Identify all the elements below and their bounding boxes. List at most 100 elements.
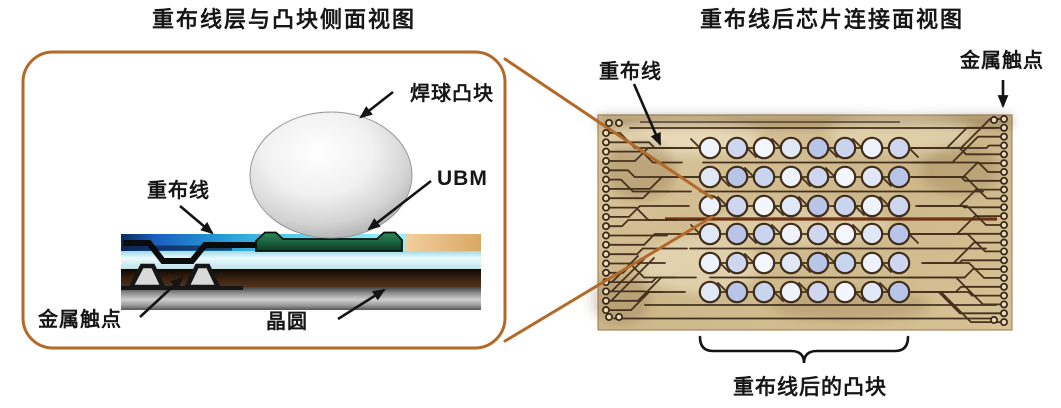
solder-bump bbox=[698, 194, 722, 218]
label-wafer: 晶圆 bbox=[266, 311, 308, 333]
arrow-metal-contact-left bbox=[139, 276, 184, 318]
solder-bump bbox=[887, 136, 911, 160]
metal-contact bbox=[1000, 194, 1008, 203]
metal-contact bbox=[602, 157, 610, 165]
rdl-trace bbox=[927, 291, 1002, 297]
solder-bump bbox=[833, 280, 857, 304]
metal-contact bbox=[615, 119, 623, 127]
solder-bump bbox=[860, 165, 884, 189]
metal-contact bbox=[602, 287, 610, 296]
solder-bump bbox=[698, 136, 722, 160]
solder-bump bbox=[779, 136, 803, 160]
bump-stub bbox=[773, 205, 784, 216]
label-bumps-after-rdl: 重布线后的凸块 bbox=[733, 376, 887, 399]
rdl-trace-line bbox=[123, 240, 399, 264]
metal-contact bbox=[1000, 300, 1008, 309]
metal-contact bbox=[1000, 318, 1008, 327]
solder-bump bbox=[779, 222, 803, 246]
solder-bump bbox=[779, 194, 803, 218]
metal-contact bbox=[1000, 141, 1008, 150]
solder-bump bbox=[698, 280, 722, 304]
callout-line-bottom bbox=[503, 215, 714, 343]
solder-bump bbox=[725, 165, 749, 189]
bump-stub bbox=[879, 196, 890, 207]
label-rdl-left: 重布线 bbox=[147, 180, 210, 202]
metal-contact bbox=[602, 166, 610, 175]
bump-stub bbox=[854, 205, 865, 216]
solder-bump bbox=[725, 280, 749, 304]
metal-contact bbox=[602, 296, 610, 305]
bump-stub bbox=[744, 167, 755, 178]
rdl-trace bbox=[608, 147, 672, 162]
solder-bump bbox=[887, 280, 911, 304]
metal-contact bbox=[1000, 273, 1008, 282]
bump-stub bbox=[825, 253, 836, 264]
metal-contact bbox=[602, 306, 610, 315]
rdl-trace bbox=[908, 276, 1002, 306]
wafer-layer bbox=[121, 287, 481, 310]
metal-contact bbox=[602, 259, 610, 268]
solder-bump bbox=[725, 251, 749, 275]
solder-bump bbox=[725, 194, 749, 218]
rdl-trace bbox=[608, 291, 664, 311]
rdl-trace bbox=[608, 276, 697, 283]
bump-stub bbox=[746, 233, 757, 244]
bump-stub bbox=[798, 282, 809, 293]
arrow-solder-ball bbox=[359, 90, 394, 119]
bump-stub bbox=[881, 262, 892, 273]
solder-bump bbox=[698, 165, 722, 189]
solder-bump bbox=[833, 165, 857, 189]
bump-stub bbox=[746, 147, 757, 158]
rdl-trace bbox=[910, 233, 1002, 253]
solder-bump bbox=[752, 194, 776, 218]
metal-contact bbox=[605, 313, 613, 321]
rdl-trace bbox=[911, 147, 1002, 156]
metal-contact bbox=[1000, 212, 1008, 221]
label-metal-contact-left: 金属触点 bbox=[38, 309, 122, 331]
bump-stub bbox=[854, 291, 865, 302]
metal-contact bbox=[1000, 176, 1008, 185]
rdl-trace bbox=[608, 219, 679, 228]
label-metal-contact-right: 金属触点 bbox=[960, 50, 1044, 72]
callout-line-top bbox=[503, 57, 714, 200]
arrow-wafer bbox=[337, 288, 386, 321]
bump-stub bbox=[908, 233, 919, 244]
solder-bump bbox=[887, 194, 911, 218]
solder-bump bbox=[887, 251, 911, 275]
solder-bump bbox=[698, 251, 722, 275]
metal-contact bbox=[1000, 203, 1008, 212]
solder-ball bbox=[249, 111, 413, 239]
metal-contact bbox=[602, 250, 610, 259]
rdl-trace bbox=[910, 291, 1002, 323]
metal-contact bbox=[615, 313, 623, 321]
bump-stub bbox=[798, 196, 809, 207]
metal-contact bbox=[990, 316, 998, 324]
solder-bump bbox=[806, 136, 830, 160]
rdl-trace bbox=[608, 276, 675, 302]
bump-stub bbox=[690, 138, 701, 149]
arrow-rdl-right bbox=[632, 83, 662, 146]
rdl-trace bbox=[608, 290, 686, 293]
bump-stub bbox=[825, 167, 836, 178]
bump-stub bbox=[717, 196, 728, 207]
metal-contact bbox=[1000, 238, 1008, 247]
solder-bump bbox=[806, 165, 830, 189]
label-solder-ball: 焊球凸块 bbox=[410, 83, 494, 105]
solder-bump bbox=[752, 222, 776, 246]
rdl-trace bbox=[910, 176, 1002, 200]
metal-contact bbox=[1000, 221, 1008, 229]
chip-contacts-and-bumps bbox=[602, 115, 1008, 327]
metal-contact bbox=[602, 184, 610, 193]
metal-contact bbox=[602, 231, 610, 240]
metal-contact bbox=[1000, 168, 1008, 176]
metal-contact bbox=[1000, 159, 1008, 168]
bump-stub bbox=[771, 224, 782, 235]
metal-contact bbox=[1000, 247, 1008, 256]
metal-contact bbox=[1000, 309, 1008, 318]
bump-stub bbox=[852, 138, 863, 149]
rdl-trace bbox=[608, 247, 688, 256]
cross-section-panel bbox=[21, 50, 507, 350]
metal-contact bbox=[1000, 123, 1008, 132]
